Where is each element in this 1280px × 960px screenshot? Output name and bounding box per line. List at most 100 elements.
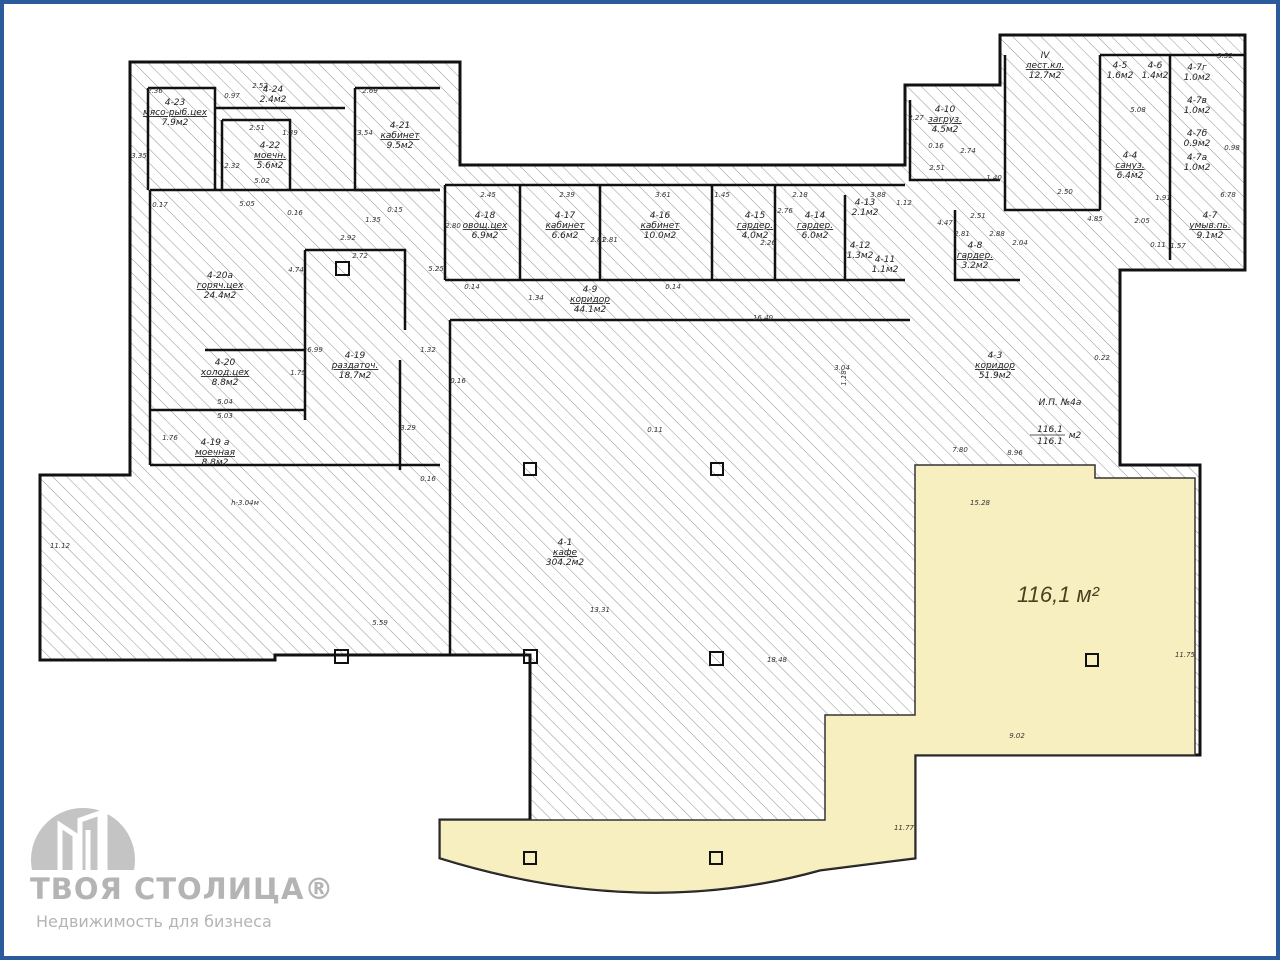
room-num: 4-15 (745, 211, 766, 221)
room-num: 4-22 (260, 141, 281, 151)
dimension-label: 2.74 (960, 147, 976, 155)
dimension-label: 16.40 (753, 314, 774, 322)
dimension-label: 0.17 (152, 201, 168, 209)
room-area: 304.2м2 (546, 558, 585, 568)
dimension-label: 11.77 (894, 824, 915, 832)
dimension-label: 3.35 (131, 152, 147, 160)
dimension-label: 5.05 (239, 200, 255, 208)
dimension-label: 2.76 (777, 207, 793, 215)
room-label: 4-61.4м2 (1142, 61, 1169, 81)
columns (334, 261, 1099, 865)
room-area: 5.6м2 (257, 161, 284, 171)
dimension-label: 2.72 (352, 252, 368, 260)
dimension-label: 2.04 (1012, 239, 1028, 247)
dimension-label: 8.96 (1007, 449, 1023, 457)
dimension-label: 0.98 (1224, 144, 1240, 152)
dimension-label: 0.22 (1094, 354, 1110, 362)
room-num: 4-13 (855, 198, 876, 208)
room-area: 1.4м2 (1142, 71, 1169, 81)
room-name: гардер. (797, 221, 833, 231)
highlighted-premises[interactable] (439, 464, 1196, 894)
logo-title: ТВОЯ СТОЛИЦА® (30, 872, 335, 906)
room-name: лест.кл. (1025, 61, 1064, 71)
dimension-label: 0.11 (1150, 241, 1166, 249)
room-num: 4-7в (1187, 96, 1207, 106)
room-name: умыв.пь. (1188, 221, 1230, 231)
room-num: 4-7б (1187, 129, 1208, 139)
dimension-label: 0.16 (928, 142, 944, 150)
room-name: кабинет (380, 131, 420, 141)
dimension-label: 13.31 (590, 606, 610, 614)
dimension-label: 2.81 (590, 236, 606, 244)
dimension-label: 1.39 (282, 129, 298, 137)
room-num: 4-7г (1187, 63, 1207, 73)
dimension-label: 2.50 (1057, 188, 1073, 196)
dimension-label: 18.48 (767, 656, 788, 664)
room-area: 1.6м2 (1107, 71, 1134, 81)
dimension-label: 1.12 (896, 199, 912, 207)
room-area: 1.1м2 (872, 265, 899, 275)
dimension-label: 0.16 (287, 209, 303, 217)
dimension-label: 2.27 (908, 114, 924, 122)
logo-emblem (30, 785, 140, 880)
room-label: 4-132.1м2 (852, 198, 879, 218)
room-label: 4-7б0.9м2 (1184, 129, 1211, 149)
dimension-label: 2.26 (760, 239, 776, 247)
room-name: моечн. (254, 151, 286, 161)
dimension-label: 1.40 (986, 174, 1002, 182)
room-area: 8.8м2 (212, 378, 239, 388)
room-name: моечная (195, 448, 236, 458)
dimension-label: 1.18 (840, 370, 848, 386)
room-num: 4-11 (875, 255, 895, 265)
room-num: 4-20 (215, 358, 236, 368)
dimension-label: 1.45 (714, 191, 730, 199)
room-num: IV (1041, 51, 1051, 61)
room-area: 10.0м2 (644, 231, 677, 241)
dimension-label: 2.51 (249, 124, 265, 132)
room-name: горяч.цех (197, 281, 244, 291)
dimension-label: 11.12 (50, 542, 71, 550)
dimension-label: 0.16 (420, 475, 436, 483)
dimension-label: 1.91 (1155, 194, 1171, 202)
room-name: коридор (975, 361, 1015, 371)
room-area: 1.0м2 (1184, 106, 1211, 116)
dimension-label: 2.36 (147, 87, 163, 95)
dimension-label: 2.51 (970, 212, 986, 220)
room-name: кабинет (640, 221, 680, 231)
dimension-label: 3.54 (357, 129, 373, 137)
dimension-label: 1.35 (365, 216, 381, 224)
room-name: холод.цех (200, 368, 250, 378)
room-num: 4-8 (968, 241, 983, 251)
dimension-label: 4.74 (288, 266, 304, 274)
dimension-label: 9.02 (1009, 732, 1025, 740)
dimension-label: 3.52 (1217, 52, 1233, 60)
dimension-label: 2.05 (1134, 217, 1150, 225)
dimension-label: 2.52 (252, 82, 268, 90)
premises-area-bottom: 116.1 (1037, 437, 1063, 447)
room-num: 4-16 (650, 211, 671, 221)
dimension-label: 0.15 (387, 206, 403, 214)
room-num: 4-18 (475, 211, 496, 221)
room-area: 24.4м2 (204, 291, 237, 301)
dimension-label: 2.88 (989, 230, 1005, 238)
dimension-label: 11.75 (1175, 651, 1196, 659)
room-name: гардер. (957, 251, 993, 261)
room-num: 4-14 (805, 211, 826, 221)
dimension-label: 4.47 (937, 219, 953, 227)
room-area: 3.2м2 (962, 261, 989, 271)
room-area: 6.9м2 (472, 231, 499, 241)
dimension-label: 2.39 (559, 191, 575, 199)
dimension-label: 5.59 (372, 619, 388, 627)
room-area: 8.8м2 (202, 458, 229, 468)
dimension-label: 0.16 (450, 377, 466, 385)
room-label: 4-7г1.0м2 (1184, 63, 1211, 83)
